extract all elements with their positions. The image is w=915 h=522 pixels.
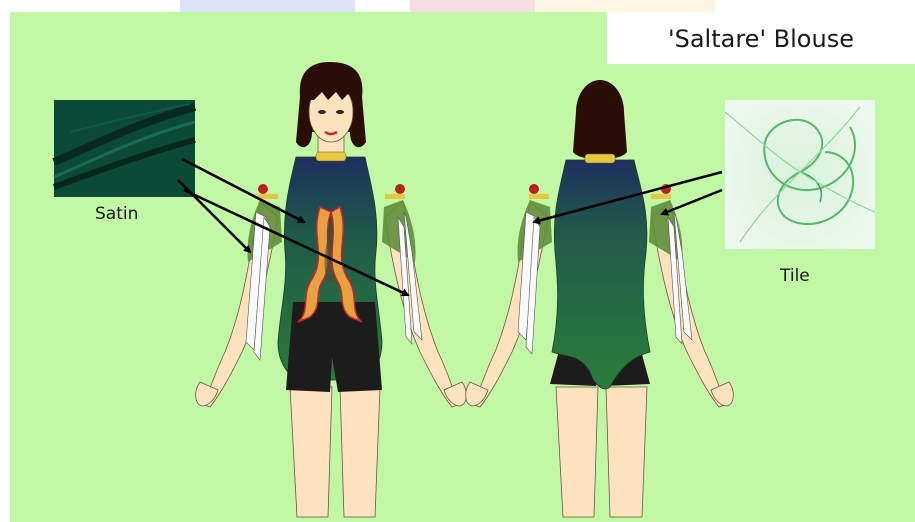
top-color-strip [0, 0, 915, 12]
satin-swatch [54, 100, 195, 197]
tile-label: Tile [780, 266, 810, 286]
satin-label: Satin [95, 204, 138, 224]
tulle-swatch [725, 100, 875, 249]
page-title: 'Saltare' Blouse [607, 12, 915, 64]
